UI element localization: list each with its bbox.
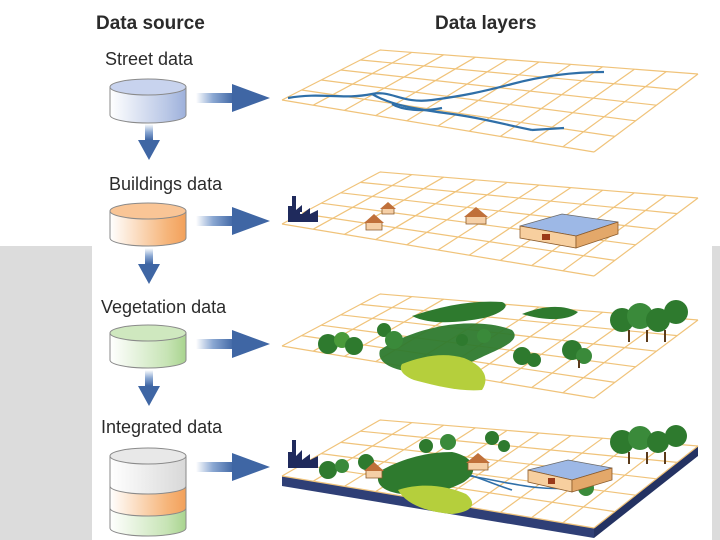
grid-line [281,49,381,101]
right-margin [712,0,720,540]
street-data-label: Street data [105,49,194,69]
grid-line [301,213,615,261]
grid-line [360,430,678,463]
grid-line [562,442,667,524]
grid-line [281,99,595,153]
grid-line [281,223,595,277]
house-icon-1 [364,214,384,231]
house-icon-3 [464,207,488,225]
grid-line [406,181,508,246]
diagram-area: Data source Data layers Street data Buil… [92,0,712,540]
grid-line [360,181,678,215]
right-arrow-2 [196,207,270,235]
grid-line [281,293,381,347]
diagram-graphics [109,49,699,538]
house-icon-2 [380,202,396,215]
grid-line [468,309,572,378]
grid-line [593,197,699,277]
buildings-layer [281,171,699,277]
data-source-header: Data source [96,13,205,34]
grid-line [500,311,603,383]
grid-line [344,54,444,111]
vegetation-greenery [318,300,688,391]
grid-line [321,79,636,122]
grid-line [562,316,667,394]
grid-line [344,424,444,487]
integrated-house-icon-1 [364,462,384,479]
grid-line [360,59,678,91]
grid-line [312,174,413,230]
street-lines [287,70,605,132]
integrated-data-label: Integrated data [101,417,223,437]
right-arrow-1 [196,84,270,112]
grid-line [301,464,615,513]
street-database-icon [109,78,187,124]
left-margin [0,0,92,540]
grid-line [593,319,699,399]
buildings-data-label: Buildings data [109,174,223,194]
right-arrow-4 [196,453,270,481]
grid-line [468,435,572,508]
large-building-icon [519,213,619,249]
grid-line [562,71,667,148]
right-arrow-3 [196,330,270,358]
down-arrow-1 [138,124,160,160]
grid-line [379,49,699,75]
grid-line [375,179,476,241]
grid-line [593,445,699,529]
grid-line [375,56,476,117]
grid-line [468,187,572,256]
grid-line [379,171,699,199]
integrated-house-icon-2 [466,453,490,471]
grid-line [593,73,699,153]
vegetation-data-label: Vegetation data [101,297,227,317]
street-layer [281,49,699,153]
data-layers-header: Data layers [435,13,537,34]
integrated-database-icon [109,447,187,537]
right-gray-panel [712,246,720,540]
integrated-large-building-icon [527,459,613,493]
down-arrow-3 [138,370,160,406]
grid-line [344,176,444,235]
grid-line [500,66,603,137]
down-arrow-2 [138,248,160,284]
vegetation-database-icon [109,324,187,369]
factory-icon [288,196,318,222]
grid-line [437,184,540,251]
left-gray-panel [0,246,92,540]
buildings-database-icon [109,202,187,247]
integrated-factory-icon [288,440,318,468]
